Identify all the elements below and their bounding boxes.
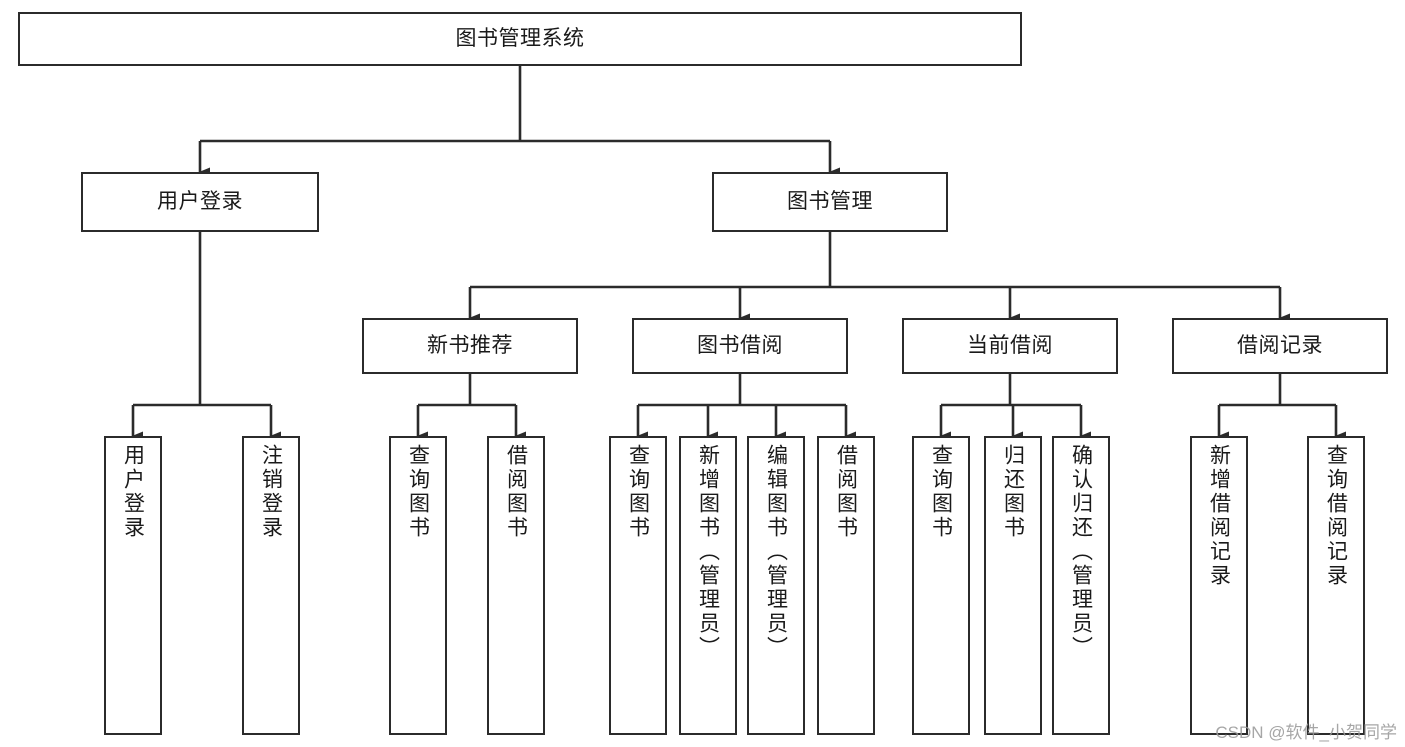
node-label-leaf-confirm-return: 确认归还（管理员） [1069,444,1093,660]
node-label-leaf-user-logout: 注销登录 [259,444,283,540]
node-leaf-user-logout[interactable]: 注销登录 [242,436,300,735]
node-label-leaf-query-record: 查询借阅记录 [1324,444,1348,588]
node-leaf-add-book[interactable]: 新增图书（管理员） [679,436,737,735]
node-newbook[interactable]: 新书推荐 [362,318,578,374]
node-borrow[interactable]: 图书借阅 [632,318,848,374]
node-leaf-borrow-book-2[interactable]: 借阅图书 [817,436,875,735]
node-leaf-query-book-1[interactable]: 查询图书 [389,436,447,735]
node-label-leaf-edit-book: 编辑图书（管理员） [764,444,788,660]
node-login[interactable]: 用户登录 [81,172,319,232]
node-leaf-user-login[interactable]: 用户登录 [104,436,162,735]
node-leaf-confirm-return[interactable]: 确认归还（管理员） [1052,436,1110,735]
node-leaf-borrow-book-1[interactable]: 借阅图书 [487,436,545,735]
node-label-leaf-return-book: 归还图书 [1001,444,1025,540]
node-root[interactable]: 图书管理系统 [18,12,1022,66]
node-leaf-query-book-2[interactable]: 查询图书 [609,436,667,735]
node-leaf-edit-book[interactable]: 编辑图书（管理员） [747,436,805,735]
node-label-records: 借阅记录 [1237,333,1323,357]
node-label-leaf-borrow-book-2: 借阅图书 [834,444,858,540]
node-label-root: 图书管理系统 [455,26,585,50]
node-leaf-query-record[interactable]: 查询借阅记录 [1307,436,1365,735]
node-label-leaf-query-book-3: 查询图书 [929,444,953,540]
node-bookmgmt[interactable]: 图书管理 [712,172,948,232]
node-label-leaf-query-book-2: 查询图书 [626,444,650,540]
node-leaf-return-book[interactable]: 归还图书 [984,436,1042,735]
node-label-leaf-query-book-1: 查询图书 [406,444,430,540]
node-label-login: 用户登录 [157,189,243,213]
node-records[interactable]: 借阅记录 [1172,318,1388,374]
node-label-borrow: 图书借阅 [697,333,783,357]
node-label-leaf-borrow-book-1: 借阅图书 [504,444,528,540]
node-label-leaf-add-book: 新增图书（管理员） [696,444,720,660]
node-current[interactable]: 当前借阅 [902,318,1118,374]
node-label-current: 当前借阅 [967,333,1053,357]
node-label-leaf-add-record: 新增借阅记录 [1207,444,1231,588]
node-label-leaf-user-login: 用户登录 [121,444,145,540]
node-label-bookmgmt: 图书管理 [787,189,873,213]
node-leaf-query-book-3[interactable]: 查询图书 [912,436,970,735]
node-label-newbook: 新书推荐 [427,333,513,357]
node-leaf-add-record[interactable]: 新增借阅记录 [1190,436,1248,735]
